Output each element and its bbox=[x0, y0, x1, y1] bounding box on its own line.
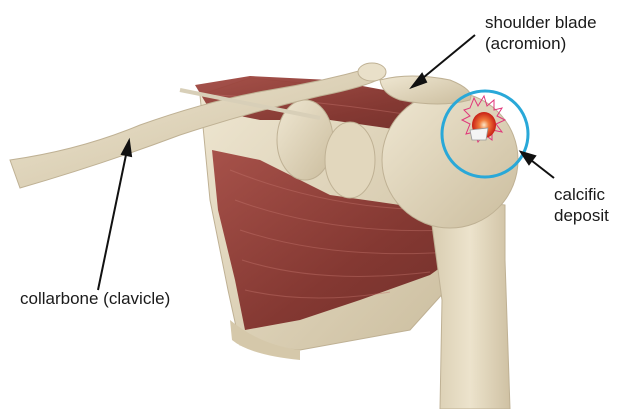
arrow-collarbone bbox=[98, 150, 127, 290]
collarbone-label: collarbone (clavicle) bbox=[20, 288, 170, 309]
glenoid-bump bbox=[325, 122, 375, 198]
calcific-deposit-label-line2: deposit bbox=[554, 205, 609, 226]
shoulder-blade-label-line2: (acromion) bbox=[485, 33, 597, 54]
shoulder-blade-label: shoulder blade (acromion) bbox=[485, 12, 597, 54]
calcific-deposit-label: calcific deposit bbox=[554, 184, 609, 226]
humerus-shaft bbox=[430, 203, 510, 409]
arrow-shoulder-blade bbox=[418, 35, 475, 82]
calcific-deposit-label-line1: calcific bbox=[554, 185, 605, 204]
shoulder-blade-label-line1: shoulder blade bbox=[485, 13, 597, 32]
clavicle-end bbox=[358, 63, 386, 81]
